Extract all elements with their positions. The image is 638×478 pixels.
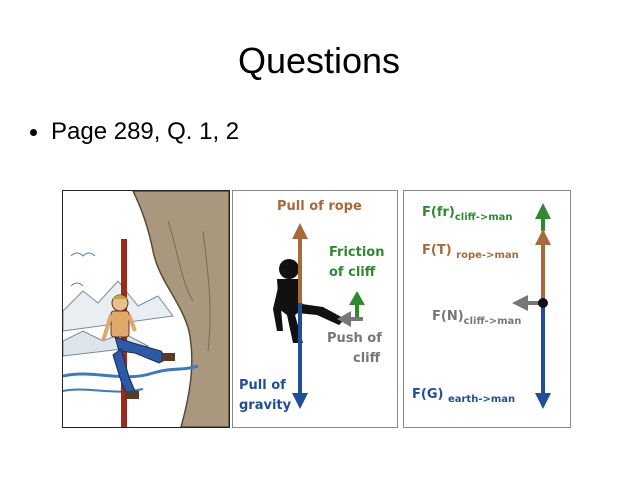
label-ft-main: F(T) [422, 243, 452, 258]
label-ffr-main: F(fr) [422, 205, 455, 220]
label-ft: F(T) rope->man [422, 243, 519, 261]
label-gravity-line1: Pull of [239, 378, 286, 393]
label-push-line2: cliff [353, 351, 381, 366]
label-fg-main: F(G) [412, 387, 444, 402]
label-fn-main: F(N) [432, 309, 464, 324]
label-pull-of-rope: Pull of rope [277, 199, 362, 214]
free-body-drawing [512, 203, 551, 409]
free-body-diagram-panel: F(fr)cliff->man F(T) rope->man F(N)cliff… [403, 190, 571, 428]
label-ft-sub: rope->man [456, 250, 519, 261]
bullet-dot-icon [30, 128, 37, 136]
label-fn: F(N)cliff->man [432, 309, 522, 327]
label-ffr: F(fr)cliff->man [422, 205, 513, 223]
climber-illustration [62, 190, 230, 428]
label-friction-line2: of cliff [329, 265, 376, 280]
label-ffr-sub: cliff->man [454, 212, 513, 223]
label-gravity-line2: gravity [239, 398, 292, 413]
label-fg-sub: earth->man [447, 394, 516, 405]
force-labels-panel: Pull of rope Friction of cliff Push of c… [232, 190, 398, 428]
slide-title: Questions [237, 40, 401, 81]
bullet-text: Page 289, Q. 1, 2 [51, 118, 240, 145]
label-fg: F(G) earth->man [412, 387, 516, 405]
bullet-item: Page 289, Q. 1, 2 [30, 118, 239, 146]
label-friction-line1: Friction [329, 245, 385, 260]
label-fn-sub: cliff->man [463, 316, 522, 327]
label-push-line1: Push of [327, 331, 382, 346]
climber-scene-drawing [63, 191, 229, 427]
force-diagram-drawing [273, 223, 365, 409]
rope-arrow-head [292, 223, 308, 239]
